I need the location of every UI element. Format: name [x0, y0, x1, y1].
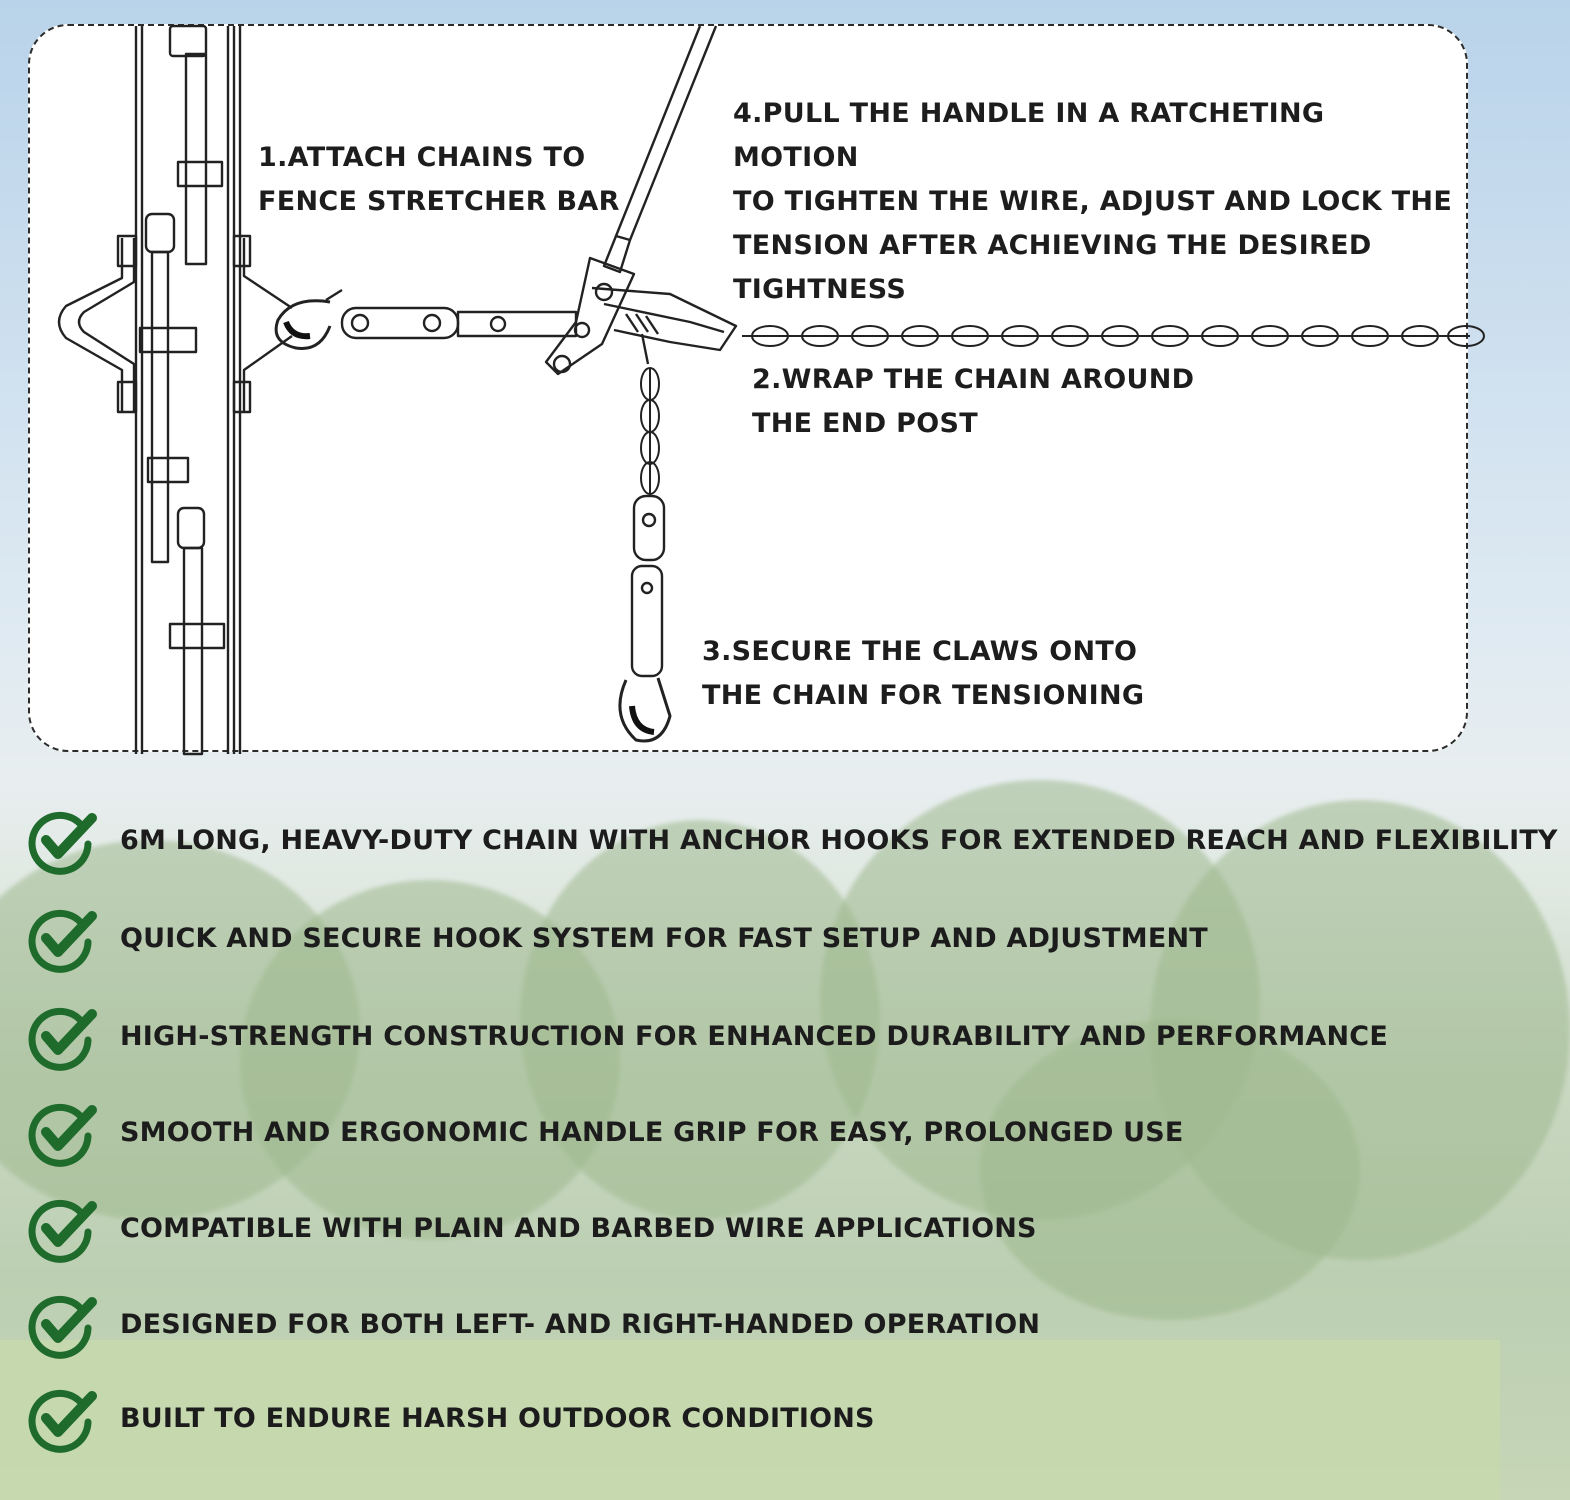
claw-hook — [618, 494, 672, 743]
feature-item: DESIGNED FOR BOTH LEFT- AND RIGHT-HANDED… — [26, 1284, 1486, 1364]
feature-item: SMOOTH AND ERGONOMIC HANDLE GRIP FOR EAS… — [26, 1092, 1486, 1172]
check-circle-icon — [28, 1007, 97, 1071]
feature-text: BUILT TO ENDURE HARSH OUTDOOR CONDITIONS — [120, 1402, 875, 1434]
feature-text: DESIGNED FOR BOTH LEFT- AND RIGHT-HANDED… — [120, 1308, 1041, 1340]
feature-text: HIGH-STRENGTH CONSTRUCTION FOR ENHANCED … — [120, 1020, 1388, 1052]
step-4-text: 4.PULL THE HANDLE IN A RATCHETING MOTION… — [733, 98, 1453, 305]
check-circle-icon — [28, 1199, 97, 1263]
check-circle-icon — [28, 811, 97, 875]
feature-item: COMPATIBLE WITH PLAIN AND BARBED WIRE AP… — [26, 1188, 1486, 1268]
anchor-hook — [274, 288, 343, 351]
step-1-text: 1.ATTACH CHAINS TO FENCE STRETCHER BAR — [258, 142, 620, 217]
feature-text: QUICK AND SECURE HOOK SYSTEM FOR FAST SE… — [120, 922, 1208, 954]
feature-item: 6M LONG, HEAVY-DUTY CHAIN WITH ANCHOR HO… — [26, 800, 1558, 880]
step-3-text: 3.SECURE THE CLAWS ONTO THE CHAIN FOR TE… — [702, 636, 1145, 711]
post-bracket — [57, 234, 293, 414]
feature-text: 6M LONG, HEAVY-DUTY CHAIN WITH ANCHOR HO… — [120, 824, 1558, 856]
vertical-chain — [640, 367, 660, 496]
turnbuckle — [340, 306, 591, 340]
feature-item: BUILT TO ENDURE HARSH OUTDOOR CONDITIONS — [26, 1378, 1486, 1458]
check-circle-icon — [28, 1389, 97, 1453]
stretcher-illustration — [57, 24, 1485, 756]
check-circle-icon — [28, 1103, 97, 1167]
ratchet-handle — [544, 25, 738, 376]
horizontal-chain — [742, 325, 1485, 347]
check-circle-icon — [28, 1295, 97, 1359]
feature-item: QUICK AND SECURE HOOK SYSTEM FOR FAST SE… — [26, 898, 1486, 978]
step-2-text: 2.WRAP THE CHAIN AROUND THE END POST — [752, 364, 1195, 439]
background-trees — [0, 760, 1570, 1500]
feature-item: HIGH-STRENGTH CONSTRUCTION FOR ENHANCED … — [26, 996, 1486, 1076]
feature-text: SMOOTH AND ERGONOMIC HANDLE GRIP FOR EAS… — [120, 1116, 1184, 1148]
check-circle-icon — [28, 909, 97, 973]
instruction-panel: 1.ATTACH CHAINS TO FENCE STRETCHER BAR 2… — [28, 24, 1485, 756]
feature-text: COMPATIBLE WITH PLAIN AND BARBED WIRE AP… — [120, 1212, 1037, 1244]
fence-post — [134, 24, 242, 756]
